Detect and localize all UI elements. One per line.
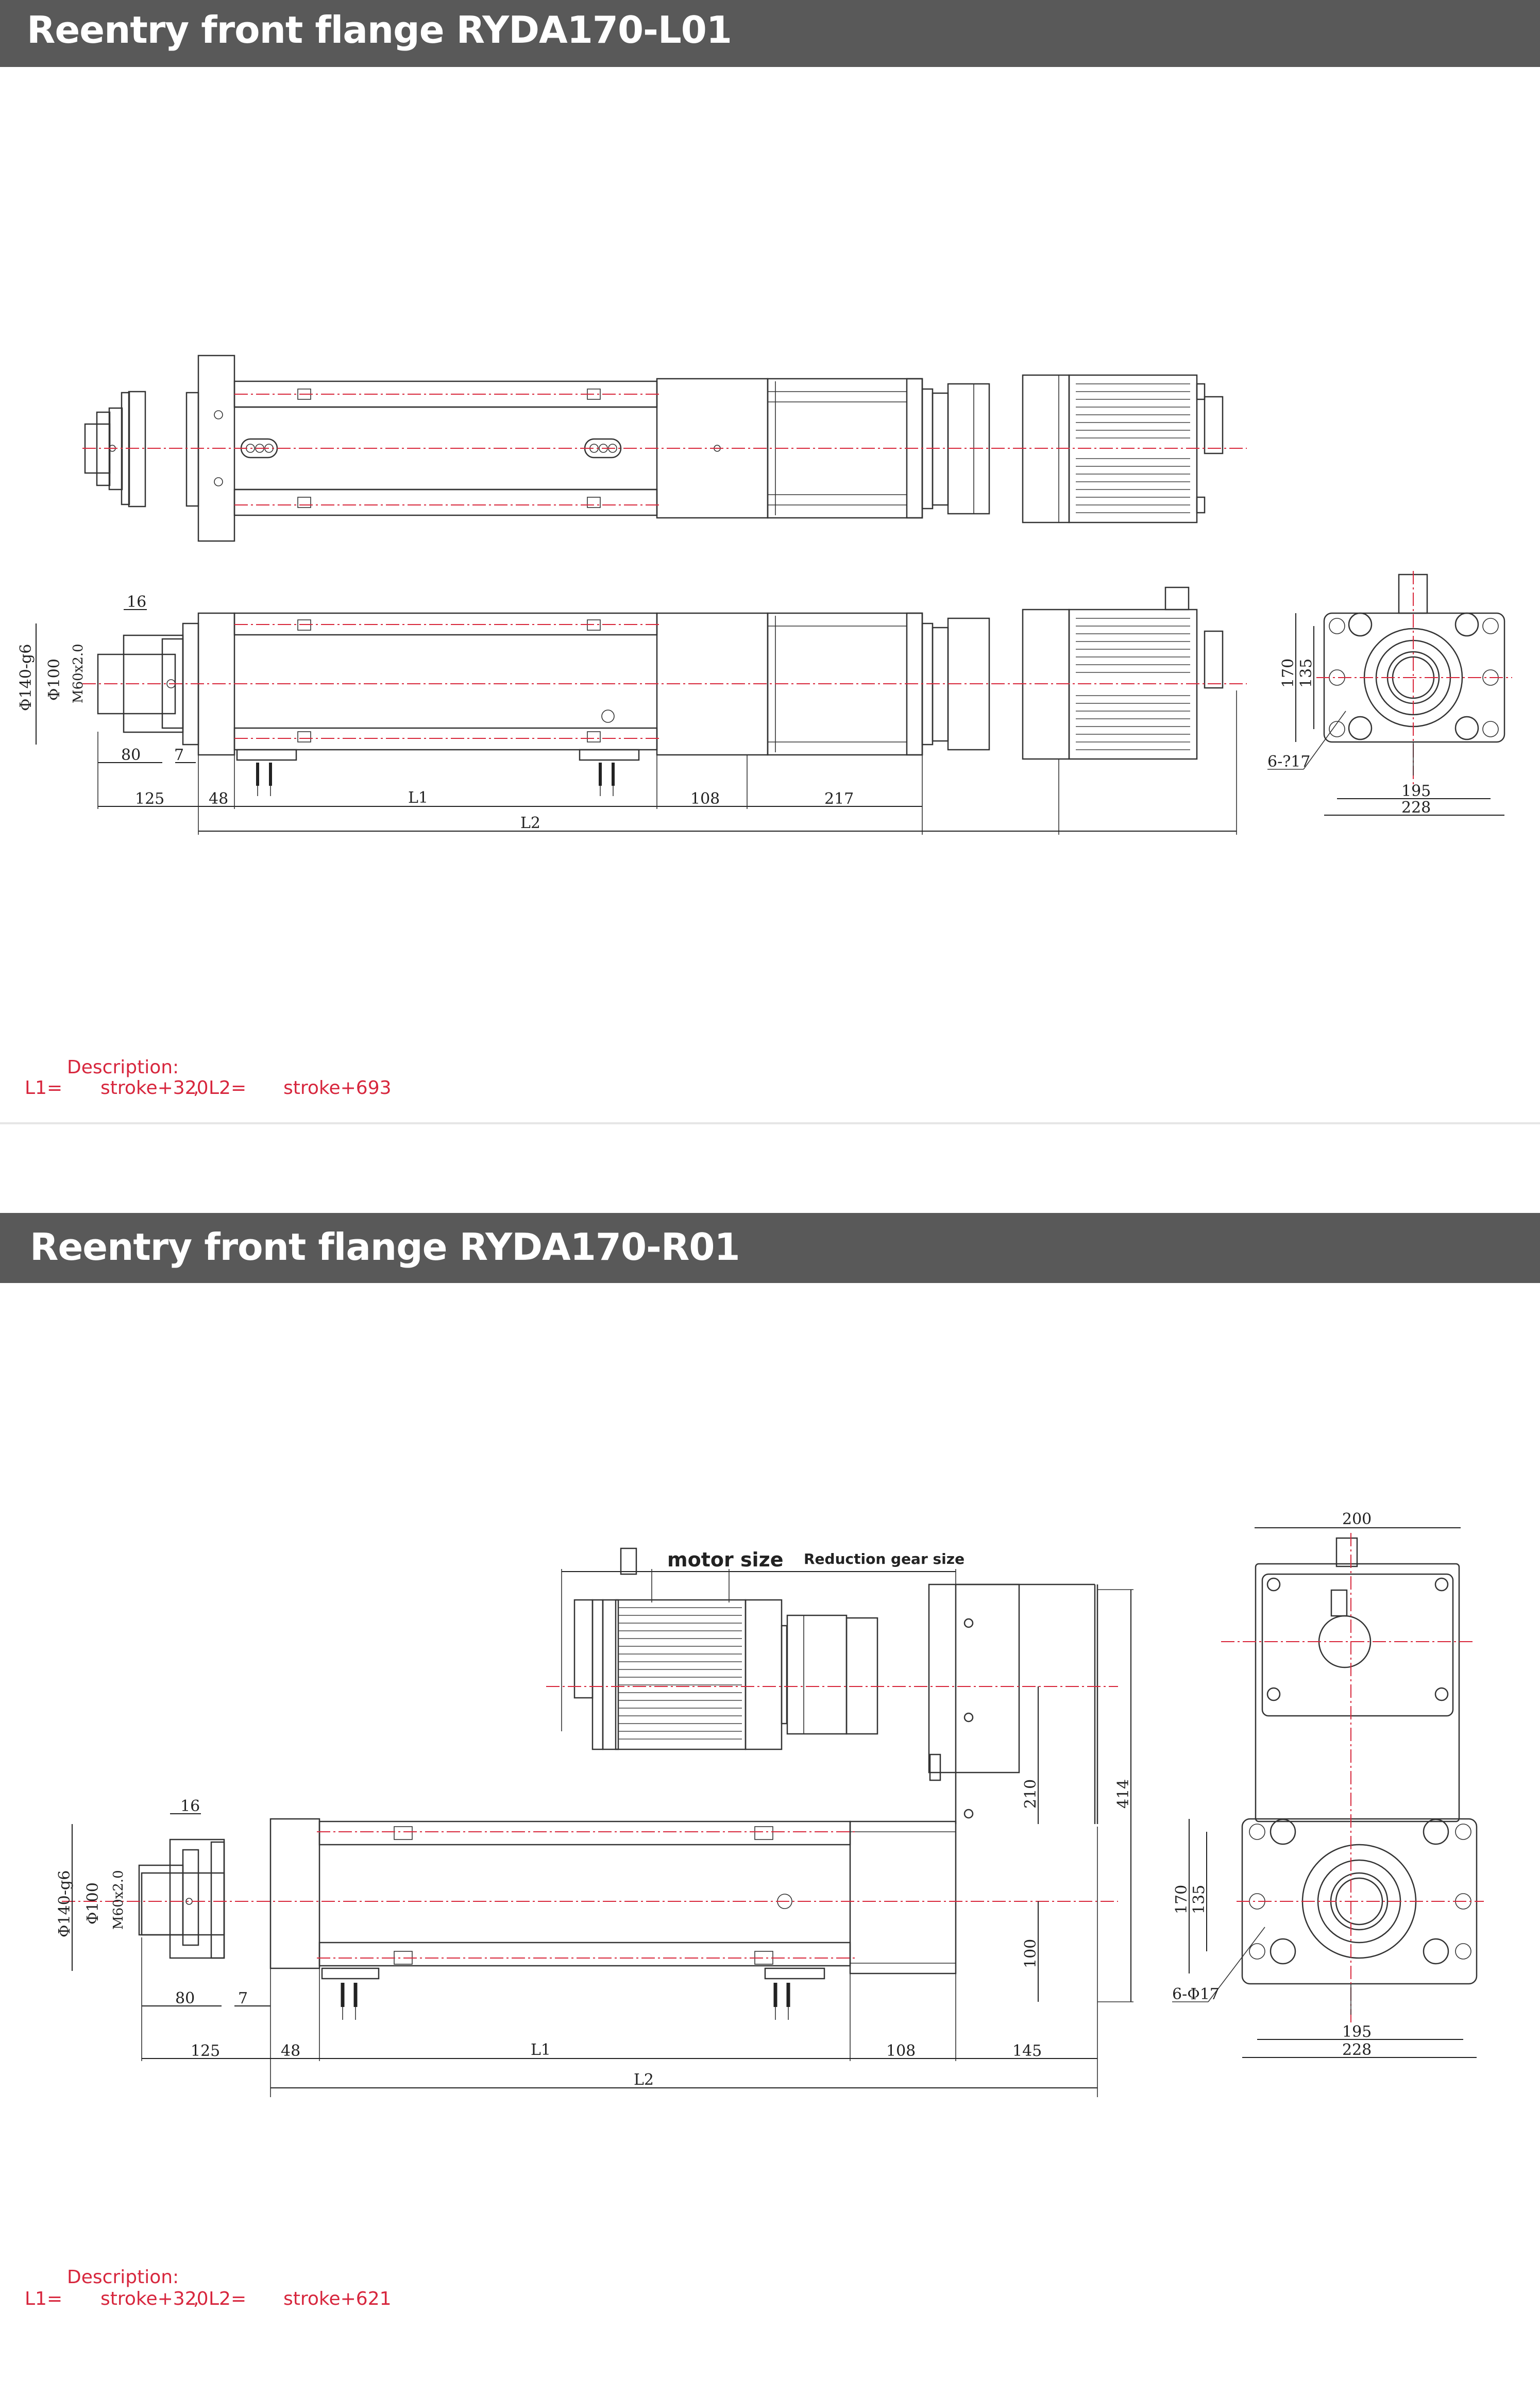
end-view: 170 135 6-?17 195 228 bbox=[1267, 571, 1512, 817]
dim-end-width-outer: 228 bbox=[1401, 799, 1431, 817]
dim-pilot-dia: Φ100 bbox=[45, 659, 63, 701]
dim-offset-upper: 210 bbox=[1022, 1779, 1040, 1809]
l2-value: stroke+621 bbox=[283, 2288, 392, 2309]
dim-rod-width: 16 bbox=[180, 1797, 200, 1815]
motor-size-label: motor size bbox=[667, 1548, 783, 1571]
l1-label: L1= bbox=[25, 1077, 63, 1099]
dim-end-width-outer: 228 bbox=[1342, 2041, 1372, 2059]
sensor-probes bbox=[341, 1983, 790, 2020]
dim-end-width-inner: 195 bbox=[1342, 2023, 1372, 2041]
dim-end-block: 108 bbox=[690, 790, 720, 808]
dim-gap: 7 bbox=[238, 1989, 248, 2007]
l1-label: L1= bbox=[25, 2288, 63, 2309]
dim-end-width-inner: 195 bbox=[1401, 782, 1431, 800]
dim-l2: L2 bbox=[520, 814, 540, 832]
description-l01: Description: L1= stroke+320 , L2= stroke… bbox=[0, 1056, 464, 1108]
dim-offset-lower: 100 bbox=[1022, 1939, 1040, 1968]
dim-end-height-outer: 170 bbox=[1279, 659, 1297, 688]
dim-holes: 6-Φ17 bbox=[1172, 1985, 1220, 2003]
drawing-r01: motor size Reduction gear size bbox=[56, 1510, 1484, 2097]
motor-assembly: motor size Reduction gear size bbox=[561, 1547, 1098, 1824]
dim-gap: 7 bbox=[174, 746, 184, 764]
dim-end-height-inner: 135 bbox=[1297, 659, 1315, 688]
sensor-probes bbox=[256, 763, 615, 796]
dim-l2: L2 bbox=[634, 2071, 654, 2089]
section-header-r01: Reentry front flange RYDA170-R01 bbox=[0, 1213, 1540, 1283]
end-view-r01: 200 170 135 6-Φ17 195 228 bbox=[1172, 1510, 1484, 2059]
l1-value: stroke+320 bbox=[100, 1077, 209, 1099]
dim-end-block: 108 bbox=[886, 2042, 916, 2060]
l2-label: L2= bbox=[209, 2288, 247, 2309]
dim-rod-end-len: 80 bbox=[175, 1989, 195, 2007]
actuator-body: 16 Φ140-g6 Φ100 M60x2.0 80 7 125 48 L1 1… bbox=[56, 1589, 1133, 2097]
motor-fins bbox=[618, 1607, 742, 1740]
dim-motor-width: 200 bbox=[1342, 1510, 1372, 1528]
dim-rod-width: 16 bbox=[127, 593, 146, 611]
dim-pilot-dia: Φ100 bbox=[84, 1882, 102, 1925]
section-title: Reentry front flange RYDA170-R01 bbox=[30, 1225, 740, 1269]
dim-side-plate: 145 bbox=[1012, 2042, 1042, 2060]
description-heading: Description: bbox=[67, 2267, 179, 2288]
dim-l1: L1 bbox=[408, 789, 428, 807]
dim-total-height: 414 bbox=[1114, 1779, 1132, 1809]
dim-flange-dia: Φ140-g6 bbox=[17, 644, 35, 711]
dim-front-ext: 125 bbox=[135, 790, 164, 808]
l2-value: stroke+693 bbox=[283, 1077, 392, 1099]
section-title: Reentry front flange RYDA170-L01 bbox=[27, 8, 732, 52]
dim-flange-thk: 48 bbox=[281, 2042, 300, 2060]
description-r01: Description: L1= stroke+320 , L2= stroke… bbox=[0, 2266, 464, 2314]
dim-front-ext: 125 bbox=[191, 2042, 220, 2060]
separator: , bbox=[193, 2288, 199, 2309]
dim-rod-end-len: 80 bbox=[121, 746, 141, 764]
dim-l1: L1 bbox=[531, 2041, 551, 2059]
dim-holes: 6-?17 bbox=[1267, 753, 1310, 771]
section-header-l01: Reentry front flange RYDA170-L01 bbox=[0, 0, 1540, 67]
reduction-gear-label: Reduction gear size bbox=[804, 1550, 964, 1567]
l2-label: L2= bbox=[209, 1077, 247, 1099]
description-heading: Description: bbox=[67, 1057, 179, 1078]
dim-thread: M60x2.0 bbox=[111, 1870, 126, 1930]
separator: , bbox=[193, 1077, 199, 1099]
dim-thread: M60x2.0 bbox=[71, 644, 86, 703]
top-view bbox=[82, 355, 1247, 542]
dim-gear-len: 217 bbox=[824, 790, 854, 808]
drawing-l01: 16 Φ140-g6 Φ100 M60x2.0 80 7 125 48 L1 1… bbox=[17, 355, 1512, 835]
side-view: 16 Φ140-g6 Φ100 M60x2.0 80 7 125 48 L1 1… bbox=[17, 586, 1247, 835]
dim-end-height-inner: 135 bbox=[1190, 1885, 1208, 1914]
motor-fins bbox=[1076, 618, 1190, 750]
dim-flange-thk: 48 bbox=[209, 790, 228, 808]
dim-end-height-outer: 170 bbox=[1173, 1885, 1191, 1914]
section-divider bbox=[0, 1122, 1540, 1124]
l1-value: stroke+320 bbox=[100, 2288, 209, 2309]
motor-fins bbox=[1076, 383, 1190, 513]
dim-flange-dia: Φ140-g6 bbox=[56, 1870, 74, 1937]
